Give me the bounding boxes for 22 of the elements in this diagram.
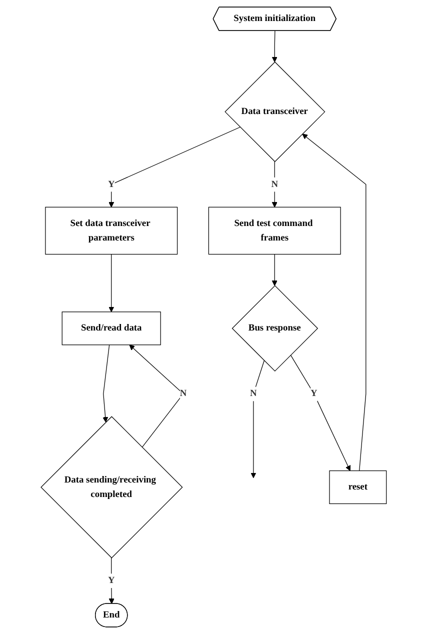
edge-label: N — [250, 388, 257, 399]
arrow — [272, 161, 278, 208]
edge-label: Y — [108, 179, 115, 190]
arrow — [250, 360, 264, 478]
node-diamond: Data sending/receiving completed — [40, 416, 183, 558]
node-box: Send test command frames — [208, 206, 341, 255]
arrow — [102, 344, 110, 422]
arrow — [108, 126, 240, 208]
edge-label: N — [271, 179, 278, 190]
edge-label: Y — [108, 575, 115, 586]
arrow — [272, 254, 278, 286]
node-diamond: Bus response — [232, 285, 318, 372]
node-box: Set data transceiver parameters — [44, 206, 178, 255]
edge-label: Y — [310, 388, 318, 399]
arrow — [290, 354, 350, 471]
node-box: reset — [328, 470, 386, 504]
arrow — [108, 254, 114, 312]
arrow — [302, 134, 366, 472]
node-box: Send/read data — [62, 312, 161, 346]
arrow — [272, 30, 278, 62]
edge-label: N — [180, 388, 187, 399]
node-diamond: Data transceiver — [224, 62, 326, 162]
